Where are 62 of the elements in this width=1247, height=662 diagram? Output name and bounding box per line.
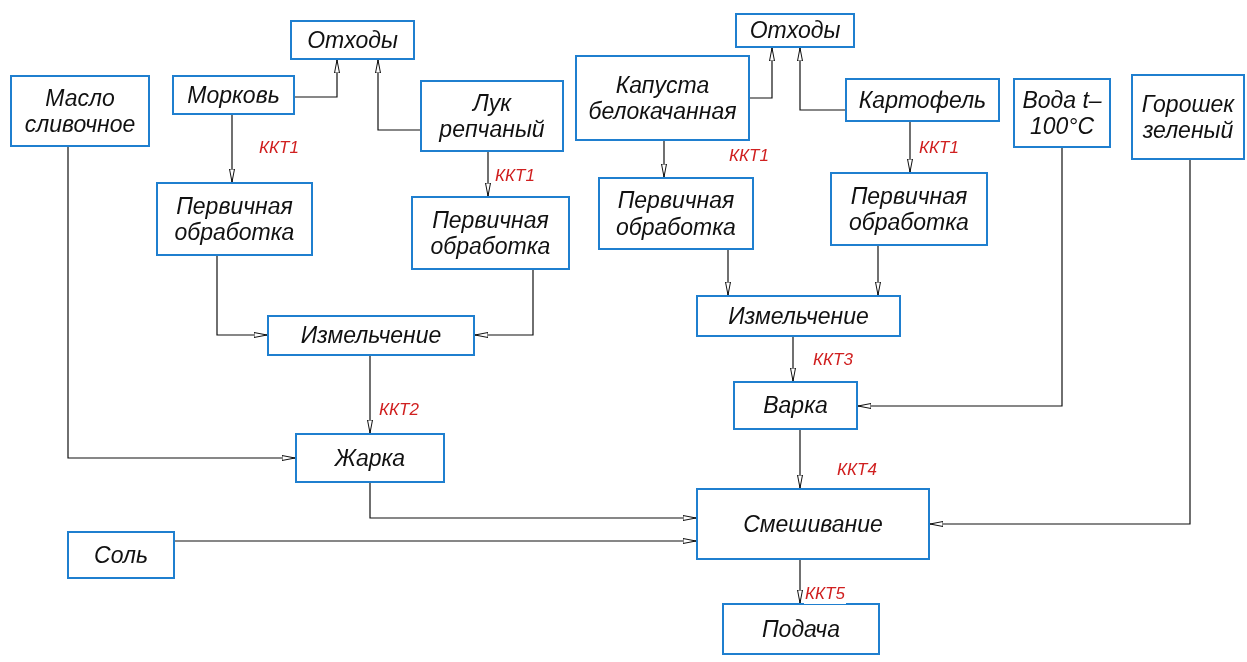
arrow <box>907 121 913 173</box>
step-label: Морковь <box>187 81 280 109</box>
process-box <box>1013 78 1111 148</box>
step-label: Первичная обработка <box>615 187 737 240</box>
arrow <box>725 249 731 296</box>
step-label: Первичная обработка <box>848 182 970 236</box>
arrow <box>485 151 491 197</box>
arrow <box>857 147 1063 409</box>
arrow <box>174 538 697 544</box>
arrow <box>929 159 1191 527</box>
arrow <box>797 559 803 604</box>
step-label: Измельчение <box>300 322 442 349</box>
process-box <box>420 80 564 152</box>
arrow <box>749 47 775 99</box>
step-label: Жарка <box>334 444 406 472</box>
arrow <box>216 255 268 338</box>
arrow <box>375 59 421 131</box>
arrow <box>474 269 534 338</box>
process-box <box>845 78 1000 122</box>
process-box <box>733 381 858 430</box>
step-label: Отходы <box>749 17 841 44</box>
process-box <box>575 55 750 141</box>
step-label: Картофель <box>858 86 987 114</box>
process-box <box>267 315 475 356</box>
arrow <box>367 355 373 434</box>
process-box <box>1131 74 1245 160</box>
process-box <box>696 488 930 560</box>
step-label: Горошек зеленый <box>1140 90 1236 144</box>
process-box <box>830 172 988 246</box>
arrow <box>229 114 235 183</box>
process-box <box>722 603 880 655</box>
arrow <box>797 47 846 111</box>
arrow <box>294 59 340 98</box>
process-box <box>67 531 175 579</box>
process-box <box>696 295 901 337</box>
step-label: Вода t–100°C <box>1021 86 1103 140</box>
arrow <box>875 245 881 296</box>
process-box <box>735 13 855 48</box>
step-label: Соль <box>94 541 148 569</box>
step-label: Лук репчаный <box>437 89 546 143</box>
step-label: Масло сливочное <box>23 84 137 138</box>
step-label: Первичная обработка <box>173 192 296 246</box>
arrow <box>369 482 697 521</box>
step-label: Смешивание <box>743 510 883 538</box>
step-label: Варка <box>763 392 828 419</box>
process-box <box>598 177 754 250</box>
process-box <box>172 75 295 115</box>
process-box <box>290 20 415 60</box>
process-box <box>156 182 313 256</box>
step-label: Отходы <box>307 26 398 54</box>
arrow <box>67 146 296 461</box>
step-label: Измельчение <box>728 302 869 330</box>
edge-label: ККТ5 <box>804 584 846 604</box>
arrow <box>661 140 667 178</box>
arrow <box>797 429 803 489</box>
process-box <box>411 196 570 270</box>
step-label: Первичная обработка <box>429 206 552 260</box>
arrow <box>790 336 796 382</box>
step-label: Подача <box>761 615 841 643</box>
process-box <box>10 75 150 147</box>
process-box <box>295 433 445 483</box>
step-label: Капуста белокачанная <box>587 71 738 125</box>
